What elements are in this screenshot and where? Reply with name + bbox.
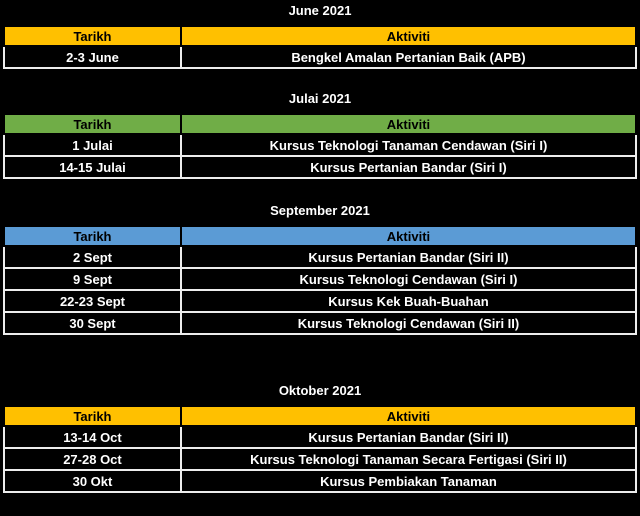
column-header-tarikh: Tarikh [3,25,182,47]
header-row: Tarikh Aktiviti [3,25,638,47]
section-title: September 2021 [270,203,370,218]
date-cell: 2-3 June [3,45,182,69]
date-cell: 1 Julai [3,133,182,157]
section-title: Oktober 2021 [278,383,362,398]
table-row: 9 Sept Kursus Teknologi Cendawan (Siri I… [3,267,638,291]
table-row: 2 Sept Kursus Pertanian Bandar (Siri II) [3,245,638,269]
column-header-tarikh: Tarikh [3,113,182,135]
schedule-table-june: Tarikh Aktiviti 2-3 June Bengkel Amalan … [3,25,638,69]
activity-cell: Kursus Teknologi Tanaman Secara Fertigas… [179,447,638,471]
header-row: Tarikh Aktiviti [3,405,638,427]
table-row: 22-23 Sept Kursus Kek Buah-Buahan [3,289,638,313]
table-row: 13-14 Oct Kursus Pertanian Bandar (Siri … [3,425,638,449]
schedule-page: June 2021 Tarikh Aktiviti 2-3 June Bengk… [3,0,638,493]
date-cell: 22-23 Sept [3,289,182,313]
date-cell: 27-28 Oct [3,447,182,471]
header-row: Tarikh Aktiviti [3,225,638,247]
column-header-aktiviti: Aktiviti [179,405,638,427]
activity-cell: Kursus Pembiakan Tanaman [179,469,638,493]
activity-cell: Kursus Teknologi Cendawan (Siri II) [179,311,638,335]
activity-cell: Kursus Kek Buah-Buahan [179,289,638,313]
activity-cell: Kursus Pertanian Bandar (Siri I) [179,155,638,179]
table-row: 2-3 June Bengkel Amalan Pertanian Baik (… [3,45,638,69]
schedule-table-september: Tarikh Aktiviti 2 Sept Kursus Pertanian … [3,225,638,335]
table-row: 1 Julai Kursus Teknologi Tanaman Cendawa… [3,133,638,157]
column-header-tarikh: Tarikh [3,225,182,247]
date-cell: 30 Sept [3,311,182,335]
date-cell: 13-14 Oct [3,425,182,449]
month-section-oktober: Oktober 2021 Tarikh Aktiviti 13-14 Oct K… [3,383,638,493]
schedule-table-oktober: Tarikh Aktiviti 13-14 Oct Kursus Pertani… [3,405,638,493]
column-header-aktiviti: Aktiviti [179,113,638,135]
column-header-tarikh: Tarikh [3,405,182,427]
section-title: Julai 2021 [288,91,352,106]
section-title: June 2021 [288,3,352,18]
column-header-aktiviti: Aktiviti [179,25,638,47]
date-cell: 30 Okt [3,469,182,493]
date-cell: 14-15 Julai [3,155,182,179]
table-row: 30 Okt Kursus Pembiakan Tanaman [3,469,638,493]
month-section-julai: Julai 2021 Tarikh Aktiviti 1 Julai Kursu… [3,91,638,179]
activity-cell: Kursus Teknologi Tanaman Cendawan (Siri … [179,133,638,157]
month-section-june: June 2021 Tarikh Aktiviti 2-3 June Bengk… [3,0,638,69]
table-row: 30 Sept Kursus Teknologi Cendawan (Siri … [3,311,638,335]
activity-cell: Kursus Pertanian Bandar (Siri II) [179,245,638,269]
schedule-table-julai: Tarikh Aktiviti 1 Julai Kursus Teknologi… [3,113,638,179]
activity-cell: Kursus Teknologi Cendawan (Siri I) [179,267,638,291]
date-cell: 9 Sept [3,267,182,291]
column-header-aktiviti: Aktiviti [179,225,638,247]
header-row: Tarikh Aktiviti [3,113,638,135]
month-section-september: September 2021 Tarikh Aktiviti 2 Sept Ku… [3,203,638,335]
table-row: 27-28 Oct Kursus Teknologi Tanaman Secar… [3,447,638,471]
activity-cell: Kursus Pertanian Bandar (Siri II) [179,425,638,449]
date-cell: 2 Sept [3,245,182,269]
activity-cell: Bengkel Amalan Pertanian Baik (APB) [179,45,638,69]
table-row: 14-15 Julai Kursus Pertanian Bandar (Sir… [3,155,638,179]
